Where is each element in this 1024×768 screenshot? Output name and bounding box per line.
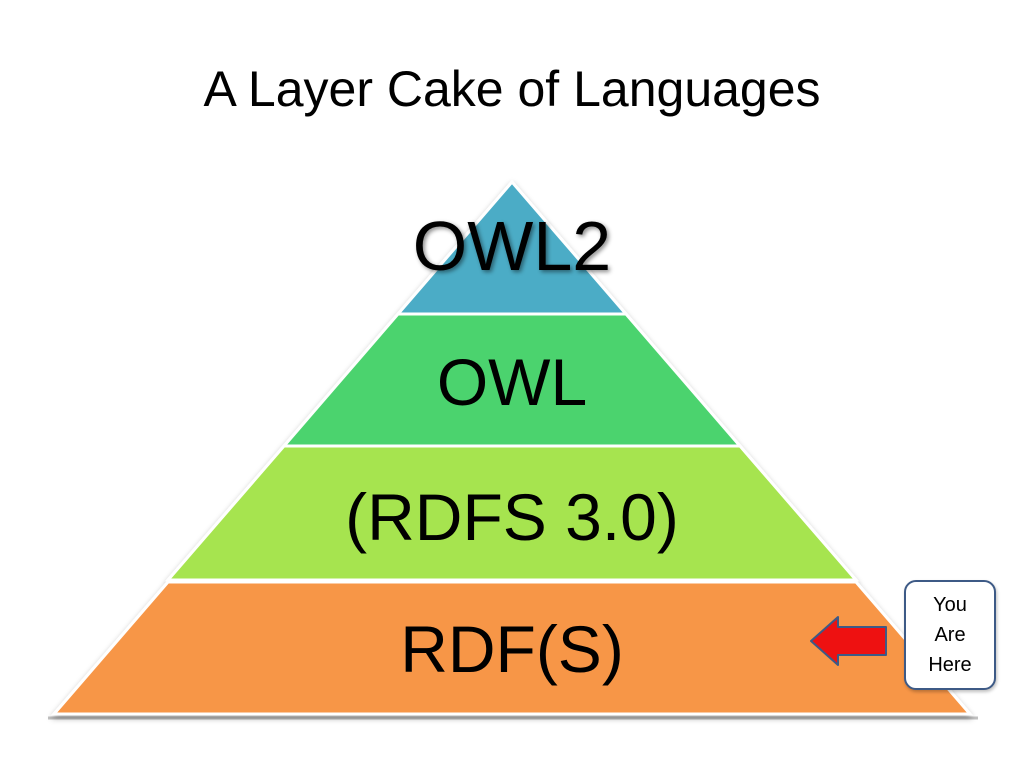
layer-owl2-label: OWL2 — [413, 207, 611, 285]
layer-rdfs — [50, 580, 974, 716]
slide-title: A Layer Cake of Languages — [203, 61, 821, 117]
callout-line-3: Here — [928, 654, 972, 676]
layer-owl-label: OWL — [437, 345, 587, 419]
callout-line-1: You — [933, 594, 967, 616]
layer-rdfs-3 — [164, 444, 860, 582]
you-are-here-callout: You Are Here — [904, 580, 996, 690]
left-arrow-icon — [810, 616, 887, 666]
callout-line-2: Are — [934, 624, 966, 646]
layer-rdfs-3-label: (RDFS 3.0) — [345, 480, 679, 554]
layer-rdfs-label: RDF(S) — [400, 612, 624, 686]
